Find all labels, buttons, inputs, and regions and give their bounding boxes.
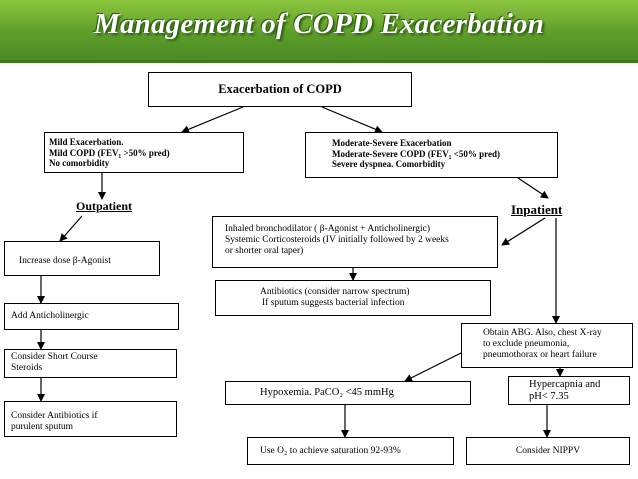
node-add-anticholinergic: Add Anticholinergic <box>4 303 179 330</box>
node-increase-dose: Increase dose β-Agonist <box>4 241 160 276</box>
arrow-to-inhaled <box>501 217 546 246</box>
node-hypoxemia: Hypoxemia. PaCO₂ <45 mmHg <box>225 381 471 405</box>
node-use-o2: Use O₂ to achieve saturation 92-93% <box>247 437 454 465</box>
node-mild-exacerbation: Mild Exacerbation. Mild COPD (FEV₁ >50% … <box>44 132 244 173</box>
arrow-to-moderate <box>321 106 383 133</box>
node-obtain-abg: Obtain ABG. Also, chest X-ray to exclude… <box>461 323 633 368</box>
node-exacerbation: Exacerbation of COPD <box>148 72 412 107</box>
arrow-to-increase-dose <box>59 215 83 242</box>
page-title: Management of COPD Exacerbation <box>93 8 545 40</box>
label-inpatient: Inpatient <box>511 202 563 217</box>
arrow-to-mild <box>181 106 244 134</box>
node-hypercapnia: Hypercapnia and pH< 7.35 <box>508 376 630 405</box>
title-banner: Management of COPD Exacerbation <box>0 0 638 63</box>
node-antibiotics-if-purulent: Consider Antibiotics if purulent sputum <box>4 401 177 437</box>
node-inhaled-bronchodilator: Inhaled bronchodilator ( β-Agonist + Ant… <box>212 216 498 268</box>
node-antibiotics-narrow: Antibiotics (consider narrow spectrum) I… <box>215 280 491 316</box>
label-outpatient: Outpatient <box>76 199 133 213</box>
arrow-to-hypoxemia <box>404 349 468 382</box>
node-moderate-severe: Moderate-Severe Exacerbation Moderate-Se… <box>305 132 558 178</box>
node-consider-nippv: Consider NIPPV <box>466 437 630 465</box>
node-short-course-steroids: Consider Short Course Steroids <box>4 349 177 378</box>
arrow-to-inpatient <box>517 177 549 199</box>
